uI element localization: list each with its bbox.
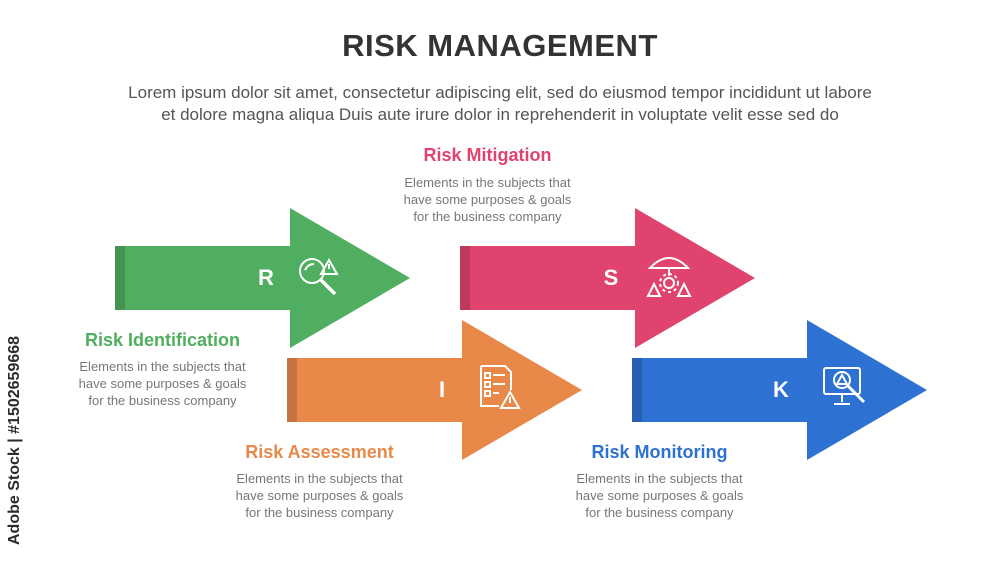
umbrella-gear-icon: [646, 257, 692, 297]
magnifier-warning-icon: [299, 257, 339, 296]
monitor-warning-icon: [823, 367, 866, 405]
arrow-shape: [460, 208, 755, 348]
step-title-risk-monitoring: Risk Monitoring: [591, 442, 728, 462]
arrow-risk-mitigation: S: [460, 208, 755, 348]
stock-credit: Adobe Stock | #1502659668: [6, 335, 23, 545]
step-title-risk-mitigation: Risk Mitigation: [423, 145, 552, 165]
step-desc-risk-mitigation: Elements in the subjects that have some …: [403, 175, 572, 224]
subtitle-line-1: Lorem ipsum dolor sit amet, consectetur …: [128, 83, 872, 102]
step-title-risk-identification: Risk Identification: [84, 330, 241, 350]
arrow-letter: I: [438, 377, 446, 402]
page-subtitle: Lorem ipsum dolor sit amet, consectetur …: [40, 82, 960, 126]
step-desc-risk-monitoring: Elements in the subjects that have some …: [575, 471, 744, 520]
subtitle-line-2: et dolore magna aliqua Duis aute irure d…: [161, 105, 839, 124]
arrow-shape: [287, 320, 582, 460]
arrow-risk-assessment: I: [287, 320, 582, 460]
step-title-risk-assessment: Risk Assessment: [245, 442, 394, 462]
step-desc-risk-identification: Elements in the subjects that have some …: [78, 359, 247, 408]
arrow-risk-monitoring: K: [632, 320, 927, 460]
arrow-letter: K: [773, 377, 789, 402]
step-desc-risk-assessment: Elements in the subjects that have some …: [235, 471, 404, 520]
page-title: RISK MANAGEMENT: [342, 28, 658, 63]
arrow-shape: [115, 208, 410, 348]
checklist-warning-icon: [480, 365, 521, 409]
arrow-letter: R: [258, 265, 274, 290]
arrow-shape: [632, 320, 927, 460]
arrow-risk-identification: R: [115, 208, 410, 348]
arrow-letter: S: [603, 265, 619, 290]
